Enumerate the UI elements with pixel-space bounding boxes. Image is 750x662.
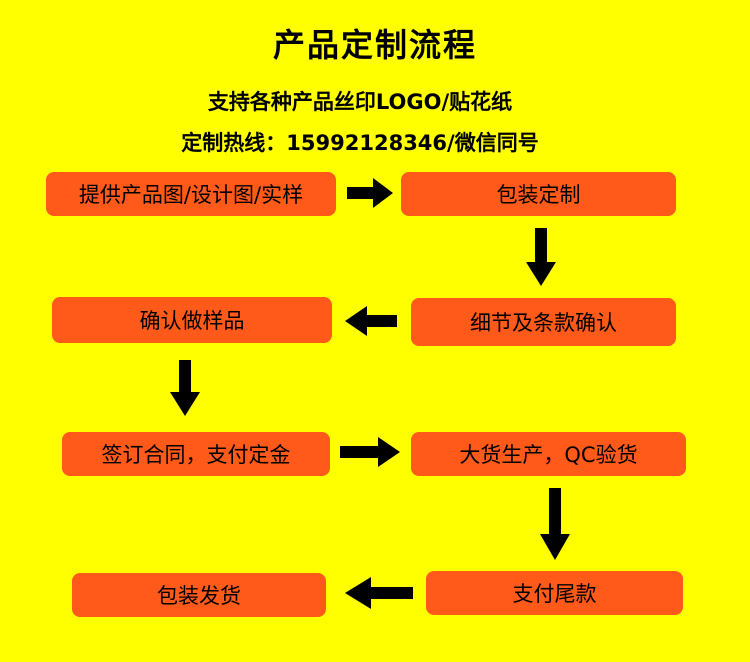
step-sign-contract: 签订合同，支付定金	[62, 432, 330, 476]
arrow-down-icon	[540, 488, 570, 560]
step-label: 提供产品图/设计图/实样	[78, 183, 304, 207]
step-detail-terms-confirm: 细节及条款确认	[411, 298, 676, 346]
step-label: 确认做样品	[139, 309, 245, 333]
step-packaging-custom: 包装定制	[401, 172, 676, 216]
step-provide-images: 提供产品图/设计图/实样	[46, 172, 336, 216]
page-title: 产品定制流程	[272, 26, 477, 64]
arrow-right-icon	[340, 437, 400, 467]
arrow-down-icon	[526, 228, 556, 286]
subtitle-hotline: 定制热线：15992128346/微信同号	[181, 131, 539, 155]
step-pay-balance: 支付尾款	[426, 571, 683, 615]
step-mass-production: 大货生产，QC验货	[411, 432, 686, 476]
step-confirm-sample: 确认做样品	[52, 297, 332, 343]
arrow-left-icon	[345, 306, 397, 336]
step-ship-goods: 包装发货	[72, 573, 326, 617]
step-label: 细节及条款确认	[470, 311, 617, 335]
step-label: 签订合同，支付定金	[101, 443, 291, 467]
arrow-left-icon	[345, 577, 413, 609]
step-label: 大货生产，QC验货	[459, 443, 638, 467]
step-label: 包装定制	[496, 183, 581, 207]
arrow-down-icon	[170, 360, 200, 416]
step-label: 支付尾款	[512, 582, 597, 606]
arrow-right-icon	[347, 178, 393, 208]
subtitle-services: 支持各种产品丝印LOGO/贴花纸	[207, 90, 513, 114]
step-label: 包装发货	[157, 584, 241, 608]
